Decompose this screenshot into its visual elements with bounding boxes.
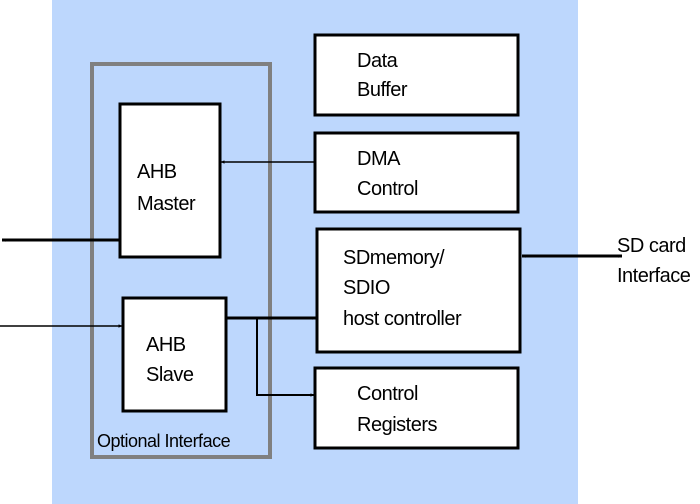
ahb-master-block: AHB Master: [118, 102, 222, 259]
ahb-slave-block: AHB Slave: [121, 296, 228, 413]
svg-text:Registers: Registers: [357, 414, 437, 436]
svg-text:Interface: Interface: [617, 265, 691, 287]
svg-text:AHB: AHB: [137, 161, 177, 183]
svg-text:DMA: DMA: [357, 148, 401, 170]
svg-text:host controller: host controller: [343, 308, 462, 330]
data-buffer-block: Data Buffer: [313, 33, 520, 117]
svg-text:Master: Master: [137, 193, 196, 215]
svg-text:Buffer: Buffer: [357, 79, 408, 101]
control-registers-block: Control Registers: [313, 366, 520, 450]
optional-interface-label: Optional Interface: [97, 431, 231, 451]
svg-text:SDmemory/: SDmemory/: [343, 247, 445, 269]
optional-interface-box: [90, 62, 272, 459]
svg-text:Control: Control: [357, 178, 418, 200]
svg-text:SDIO: SDIO: [343, 277, 390, 299]
arrow-slave-to-registers: [256, 318, 314, 397]
svg-text:Data: Data: [357, 50, 399, 72]
host-controller-block: SDmemory/ SDIO host controller: [315, 227, 522, 354]
svg-text:AHB: AHB: [146, 334, 186, 356]
svg-text:Control: Control: [357, 383, 418, 405]
svg-text:SD card: SD card: [617, 235, 686, 257]
sd-card-interface-label: SD card Interface: [617, 235, 691, 287]
svg-text:Slave: Slave: [146, 364, 194, 386]
dma-control-block: DMA Control: [313, 131, 520, 214]
